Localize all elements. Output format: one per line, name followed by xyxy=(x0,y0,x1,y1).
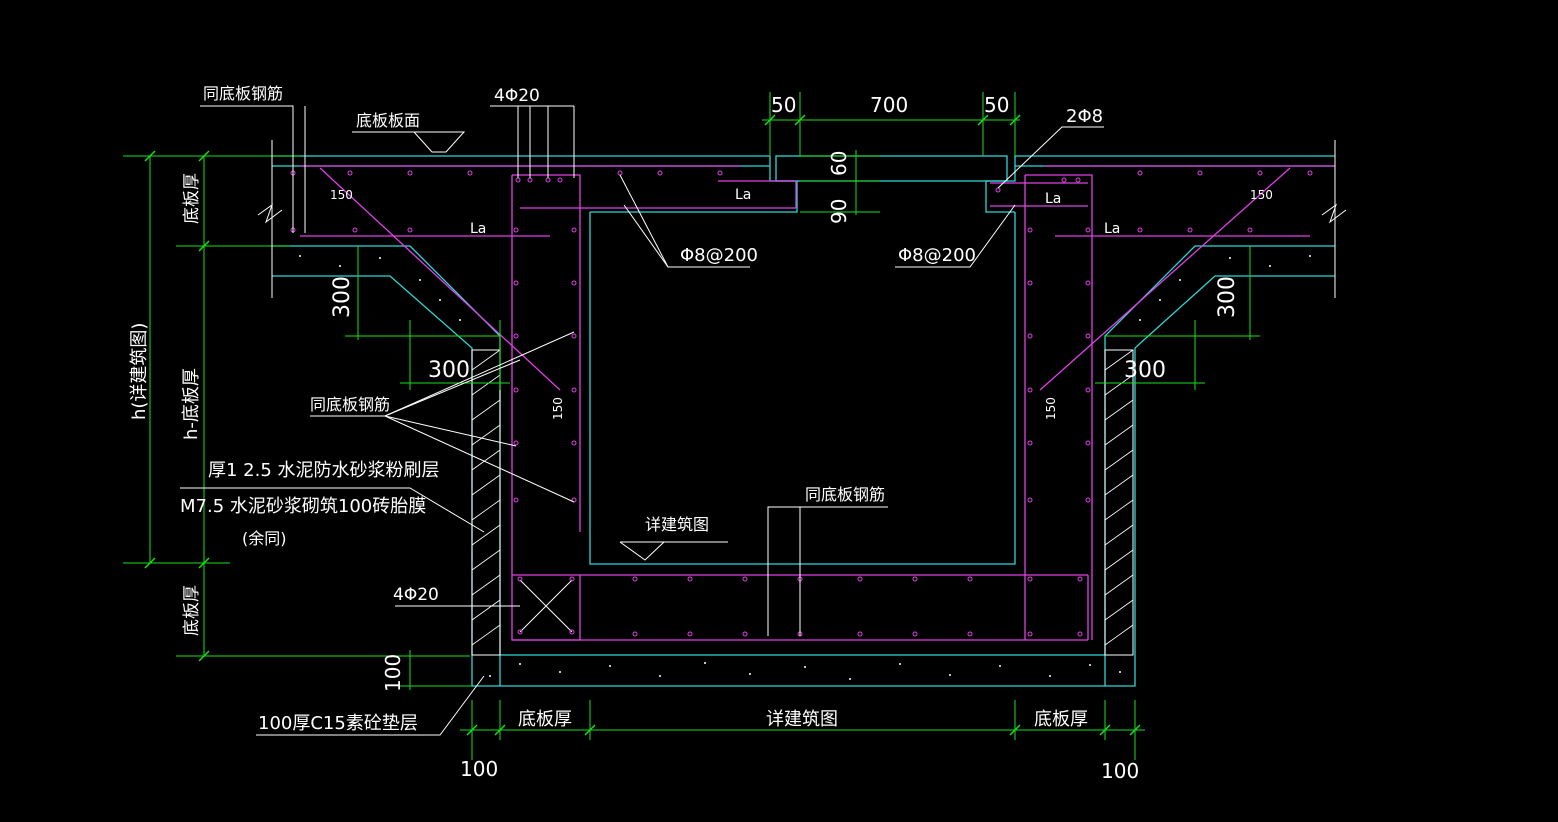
label-2phi8: 2Φ8 xyxy=(1066,106,1103,127)
leader-lines xyxy=(180,105,1347,736)
label-bottom-see-arch: 详建筑图 xyxy=(766,709,838,730)
label-vert-slab-thk-top: 底板厚 xyxy=(182,173,202,224)
label-bottom-bars: 4Φ20 xyxy=(393,585,439,605)
dim-300-horizontal-right: 300 xyxy=(1124,358,1166,383)
rebar-layout xyxy=(290,165,1335,641)
label-la-4: La xyxy=(1104,221,1120,237)
label-bottom-slab-thk-right: 底板厚 xyxy=(1034,709,1088,730)
label-same-as-slab-rebar-mid: 同底板钢筋 xyxy=(310,395,390,414)
annotation-text: 同底板钢筋 底板板面 4Φ20 50 700 50 2Φ8 60 90 La L… xyxy=(129,84,1273,783)
label-vert-h: h(详建筑图) xyxy=(129,323,150,420)
label-cushion: 100厚C15素砼垫层 xyxy=(258,713,418,734)
label-bottom-slab-thk-left: 底板厚 xyxy=(518,709,572,730)
label-slab-surface: 底板板面 xyxy=(356,111,420,130)
label-stirrup-left: Φ8@200 xyxy=(680,245,758,266)
label-la-2: La xyxy=(1045,191,1061,207)
label-top-bars: 4Φ20 xyxy=(494,86,540,106)
label-same-as-slab-rebar-top: 同底板钢筋 xyxy=(203,84,283,103)
dim-90: 90 xyxy=(827,199,851,224)
dim-50-right: 50 xyxy=(984,93,1009,117)
label-waterproof-3: (余同) xyxy=(242,529,287,548)
dim-300-horizontal-left: 300 xyxy=(428,358,470,383)
label-same-as-slab-rebar-bottom: 同底板钢筋 xyxy=(805,485,885,504)
label-waterproof-2: M7.5 水泥砂浆砌筑100砖胎膜 xyxy=(180,496,426,517)
label-waterproof-1: 厚1 2.5 水泥防水砂浆粉刷层 xyxy=(208,460,440,481)
brick-hatch xyxy=(471,349,1134,656)
dim-100-bottom-right: 100 xyxy=(1101,759,1139,783)
dim-700: 700 xyxy=(870,93,908,117)
dim-60: 60 xyxy=(827,151,851,176)
dim-150-top-right: 150 xyxy=(1250,188,1273,202)
concrete-speckle xyxy=(299,255,1311,680)
dimension-lines xyxy=(123,92,1260,760)
dim-100-bottom-left: 100 xyxy=(460,757,498,781)
label-vert-h-minus: h-底板厚 xyxy=(181,368,202,440)
dim-150-mid-left: 150 xyxy=(551,397,565,420)
dim-300-vertical-left: 300 xyxy=(330,276,355,318)
label-see-arch: 详建筑图 xyxy=(645,515,709,534)
dim-50-left: 50 xyxy=(771,93,796,117)
label-vert-slab-thk-bottom: 底板厚 xyxy=(182,585,202,636)
dim-150-top-left: 150 xyxy=(330,188,353,202)
dim-100-vertical: 100 xyxy=(381,654,405,692)
label-stirrup-right: Φ8@200 xyxy=(898,245,976,266)
dim-300-vertical-right: 300 xyxy=(1215,276,1240,318)
label-la-1: La xyxy=(735,187,751,203)
label-la-3: La xyxy=(470,221,486,237)
dim-150-mid-right: 150 xyxy=(1044,397,1058,420)
